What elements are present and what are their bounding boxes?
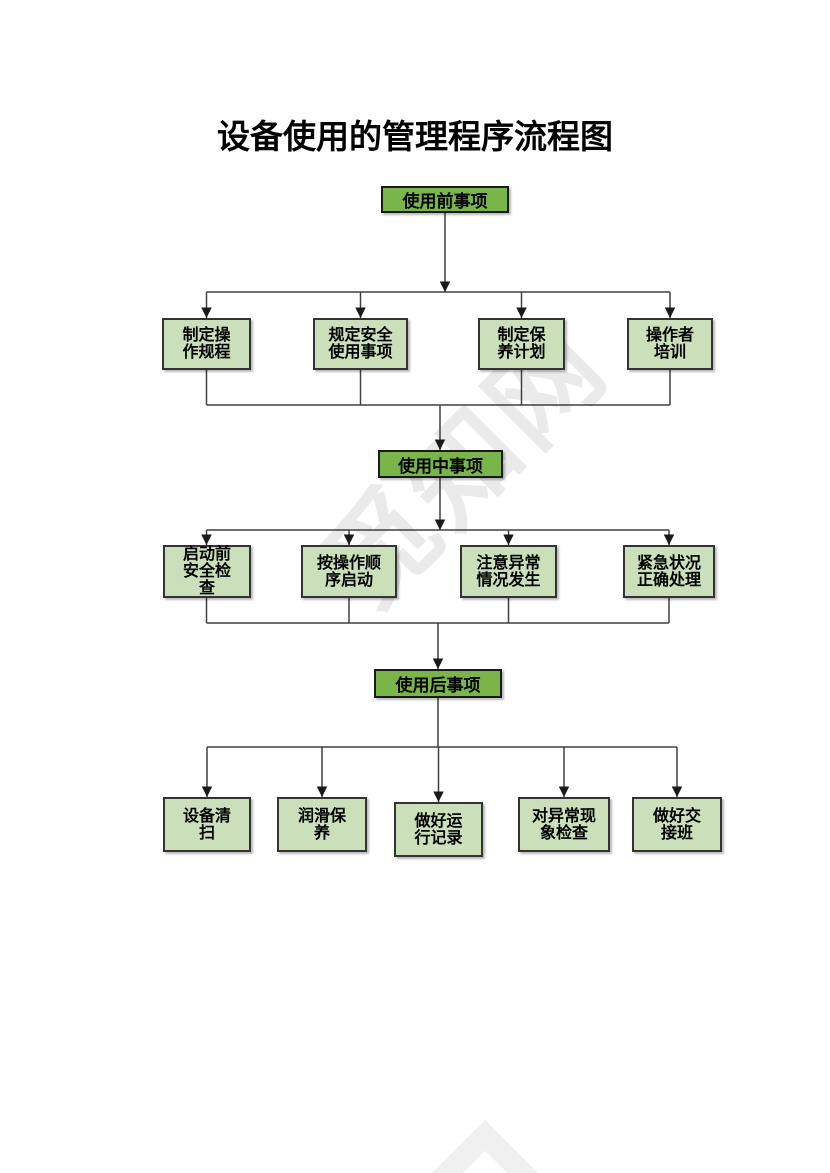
tier3-connectors — [201, 698, 683, 802]
tier1-connectors — [201, 213, 676, 318]
step-box-pre-1: 制定操 作规程 — [162, 318, 251, 370]
step-box-pre-3: 制定保 养计划 — [478, 318, 565, 370]
step-box-pre-2: 规定安全 使用事项 — [313, 318, 408, 370]
tier2-connectors — [201, 478, 675, 545]
step-box-during-4: 紧急状况 正确处理 — [623, 545, 715, 598]
step-box-post-4: 对异常现 象检查 — [518, 797, 610, 852]
step-box-during-2: 按操作顺 序启动 — [301, 545, 397, 598]
merge1-connectors — [205, 370, 671, 450]
step-box-post-1: 设备清 扫 — [163, 797, 251, 852]
step-box-during-1: 启动前 安全检 查 — [163, 545, 251, 598]
step-box-during-3: 注意异常 情况发生 — [460, 545, 557, 598]
step-box-post-2: 润滑保 养 — [277, 797, 367, 852]
step-box-pre-4: 操作者 培训 — [627, 318, 713, 370]
stage-box-pre-use: 使用前事项 — [381, 186, 509, 213]
page-title: 设备使用的管理程序流程图 — [217, 118, 613, 155]
stage-box-post-use: 使用后事项 — [374, 669, 502, 698]
stage-box-during-use: 使用中事项 — [378, 450, 503, 478]
step-box-post-5: 做好交 接班 — [632, 797, 722, 852]
step-box-post-3: 做好运 行记录 — [394, 802, 483, 857]
merge2-connectors — [205, 598, 670, 669]
